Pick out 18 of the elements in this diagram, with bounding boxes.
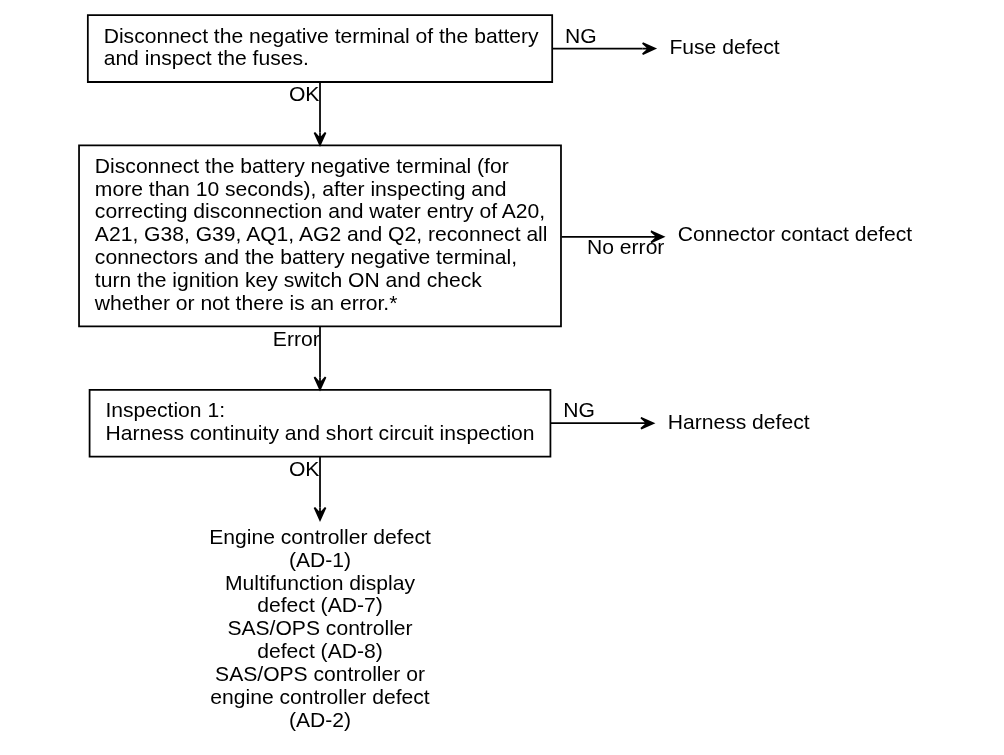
edge-label: OK [288,82,319,106]
node-text: Harness defect [667,409,810,433]
node-text: Engine controller defect (AD-1) Multifunction display defect (AD-7) SAS/OPS controller defect (AD-8) SAS/OPS controller or engine controller defect (AD-2) [208,524,431,731]
arrow [313,325,326,391]
edge-label: No error [586,234,664,258]
arrow [549,416,654,430]
edge-label: OK [288,457,319,481]
arrow [313,456,326,521]
node-box: Disconnect the battery negative terminal (for more than 10 seconds), after inspecting and correcting disconnection and water entry of A20, A21, G38, G39, AQ1, AG2 and Q2, reconnect all connectors and the battery negative terminal, turn the ignition key switch ON and check whether or not there is an error.* [77,144,562,328]
node-text: Fuse defect [668,35,780,59]
node-box: Inspection 1: Harness continuity and short circuit inspection [88,388,551,458]
arrow [551,42,656,55]
arrow [560,230,664,244]
edge-label: NG [562,398,595,422]
node-text: Connector contact defect [677,222,912,246]
node-box: Disconnect the negative terminal of the battery and inspect the fuses. [86,14,553,83]
arrow [313,81,326,146]
edge-label: NG [564,23,597,47]
